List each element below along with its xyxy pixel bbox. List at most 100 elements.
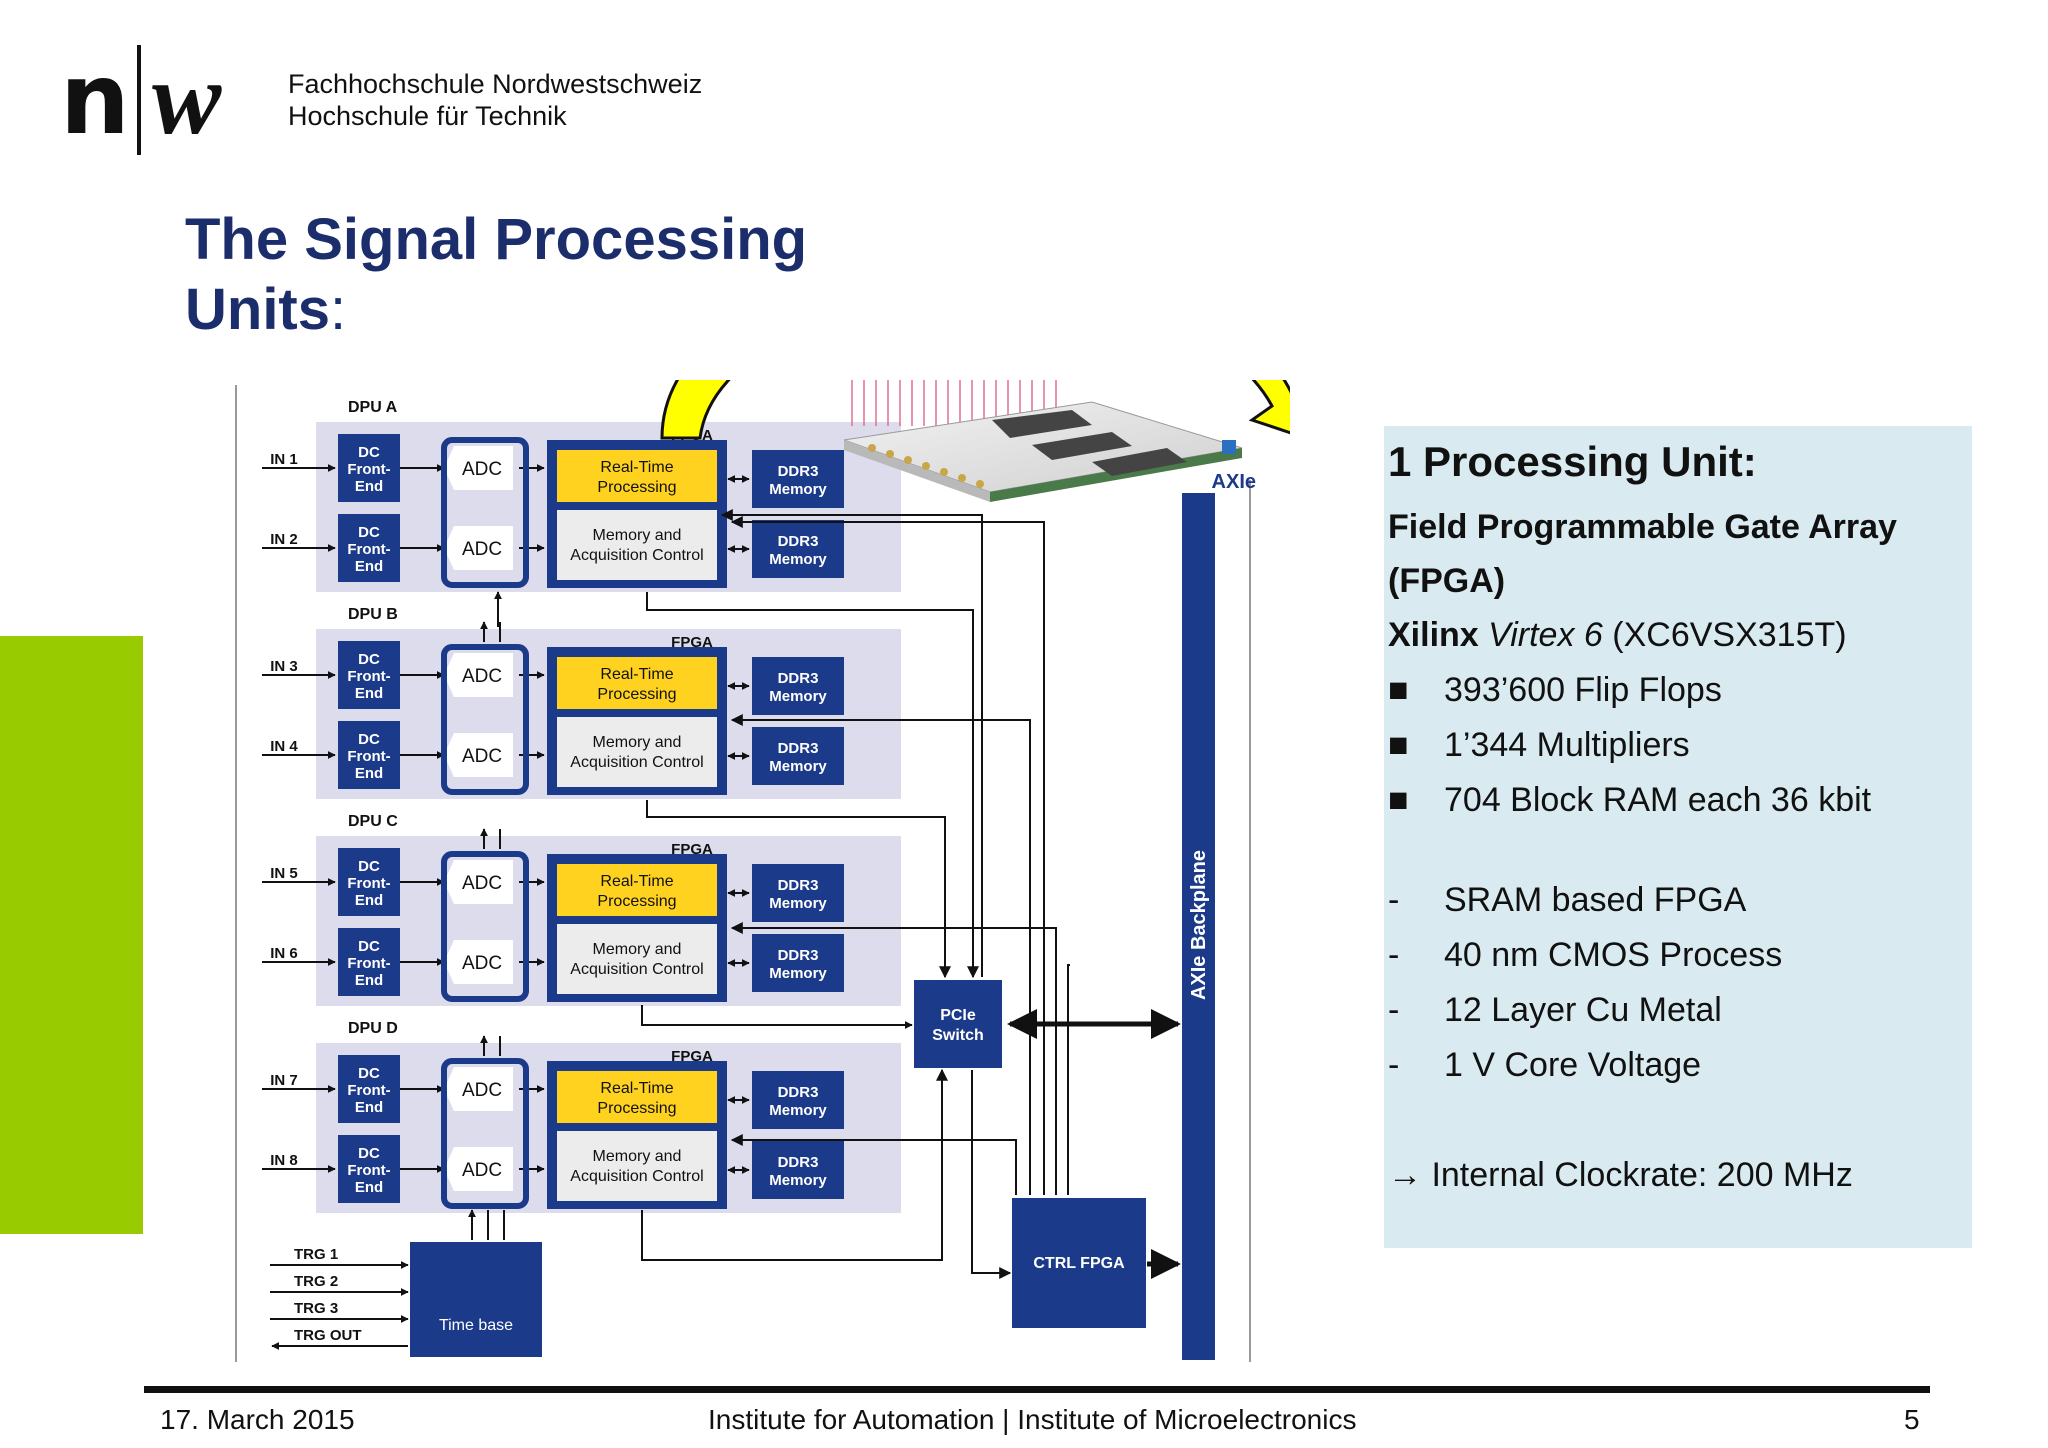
dc-front-end-text-line: DC <box>358 651 380 668</box>
dc-front-end-text-line: DC <box>358 1145 380 1162</box>
ddr3-text-line: DDR3 <box>778 877 819 894</box>
processing-unit-info: 1 Processing Unit: Field Programmable Ga… <box>1388 430 1988 1203</box>
ddr3-text-line: Memory <box>769 688 827 705</box>
feature-marker: - <box>1388 936 1400 974</box>
memory-acquisition-block <box>557 924 717 994</box>
dc-front-end-block <box>338 434 400 502</box>
card-connector <box>886 450 894 458</box>
axie-card-photo <box>843 380 1243 502</box>
mac-text-line: Memory and <box>593 527 682 544</box>
info-heading: 1 Processing Unit: <box>1388 438 1757 485</box>
ddr3-text-line: DDR3 <box>778 463 819 480</box>
ddr3-text-line: DDR3 <box>778 1154 819 1171</box>
bullet-marker: ■ <box>1388 781 1409 819</box>
ddr3-text-line: Memory <box>769 1102 827 1119</box>
rtp-text-line: Real-Time <box>600 459 673 476</box>
trigger-label: TRG 3 <box>294 1300 338 1317</box>
logo-mark-w: w <box>152 41 222 156</box>
title-line1: The Signal Processing <box>185 207 808 272</box>
feature-text: SRAM based FPGA <box>1444 881 1747 919</box>
dc-front-end-text-line: Front- <box>347 668 390 685</box>
pcie-text-line: PCIe <box>940 1007 976 1024</box>
dc-front-end-text-line: Front- <box>347 875 390 892</box>
adc-label: ADC <box>462 1160 502 1181</box>
rtp-text-line: Real-Time <box>600 1080 673 1097</box>
fpga-label: FPGA <box>671 634 713 651</box>
fpga-label: FPGA <box>671 841 713 858</box>
title-colon: : <box>330 277 347 342</box>
fpga-c-to-pcie <box>641 1005 913 1029</box>
fpga-b-to-pcie <box>646 800 951 979</box>
dc-front-end-text-line: Front- <box>347 748 390 765</box>
xilinx-part: (XC6VSX315T) <box>1612 616 1847 654</box>
mac-text-line: Memory and <box>593 734 682 751</box>
ddr3-text-line: Memory <box>769 551 827 568</box>
fhnw-logo: n w Fachhochschule Nordwestschweiz Hochs… <box>60 45 760 165</box>
dc-front-end-text-line: DC <box>358 524 380 541</box>
input-label: IN 1 <box>270 451 298 468</box>
dc-front-end-block <box>338 514 400 582</box>
page-number: 5 <box>1904 1404 1920 1435</box>
adc-shape <box>444 1147 513 1191</box>
bullet-text: 704 Block RAM each 36 kbit <box>1444 781 1872 819</box>
trigger-label: TRG 1 <box>294 1246 338 1263</box>
adc-label: ADC <box>462 666 502 687</box>
adc-shape <box>444 446 513 490</box>
feature-item: -SRAM based FPGA <box>1388 873 1988 928</box>
rtp-text-line: Real-Time <box>600 873 673 890</box>
feature-marker: - <box>1388 1046 1400 1084</box>
ddr3-text-line: DDR3 <box>778 947 819 964</box>
dpu-label: DPU D <box>348 1020 398 1037</box>
time-base-label: Time base <box>439 1317 513 1334</box>
ddr3-block <box>752 864 844 922</box>
input-label: IN 2 <box>270 531 298 548</box>
pcie-switch-block <box>914 980 1002 1068</box>
adc-label: ADC <box>462 746 502 767</box>
adc-label: ADC <box>462 953 502 974</box>
dc-front-end-block <box>338 928 400 996</box>
mac-text-line: Acquisition Control <box>570 961 703 978</box>
mac-text-line: Acquisition Control <box>570 547 703 564</box>
logo-school-sub: Hochschule für Technik <box>288 101 567 131</box>
fpga-d-to-pcie <box>641 1068 948 1261</box>
bullet-item: ■393’600 Flip Flops <box>1388 663 1988 718</box>
bullet-text: 393’600 Flip Flops <box>1444 671 1722 709</box>
input-label: IN 5 <box>270 865 298 882</box>
card-connector <box>976 480 984 488</box>
adc-shape <box>444 526 513 570</box>
adc-shape <box>444 653 513 697</box>
dc-front-end-text-line: DC <box>358 1065 380 1082</box>
feature-item: -40 nm CMOS Process <box>1388 928 1988 983</box>
ddr3-text-line: Memory <box>769 758 827 775</box>
dc-front-end-text-line: DC <box>358 731 380 748</box>
pcie-to-ctrl <box>971 1070 1012 1279</box>
mac-text-line: Acquisition Control <box>570 1168 703 1185</box>
dc-front-end-block <box>338 1135 400 1203</box>
rtp-text-line: Processing <box>597 479 676 496</box>
mac-text-line: Memory and <box>593 1148 682 1165</box>
logo-school-name: Fachhochschule Nordwestschweiz <box>288 69 703 99</box>
real-time-processing-block <box>557 1071 717 1123</box>
clock-rate: → Internal Clockrate: 200 MHz <box>1388 1156 1853 1194</box>
adc-label: ADC <box>462 539 502 560</box>
card-connector <box>922 462 930 470</box>
fpga-label: FPGA <box>671 1048 713 1065</box>
dc-front-end-text-line: Front- <box>347 1082 390 1099</box>
ddr3-text-line: Memory <box>769 481 827 498</box>
bullet-item: ■ 704 Block RAM each 36 kbit <box>1388 773 1988 828</box>
input-label: IN 8 <box>270 1152 298 1169</box>
card-connector <box>868 444 876 452</box>
footer-date: 17. March 2015 <box>160 1404 355 1435</box>
adc-label: ADC <box>462 1080 502 1101</box>
mac-text-line: Memory and <box>593 941 682 958</box>
